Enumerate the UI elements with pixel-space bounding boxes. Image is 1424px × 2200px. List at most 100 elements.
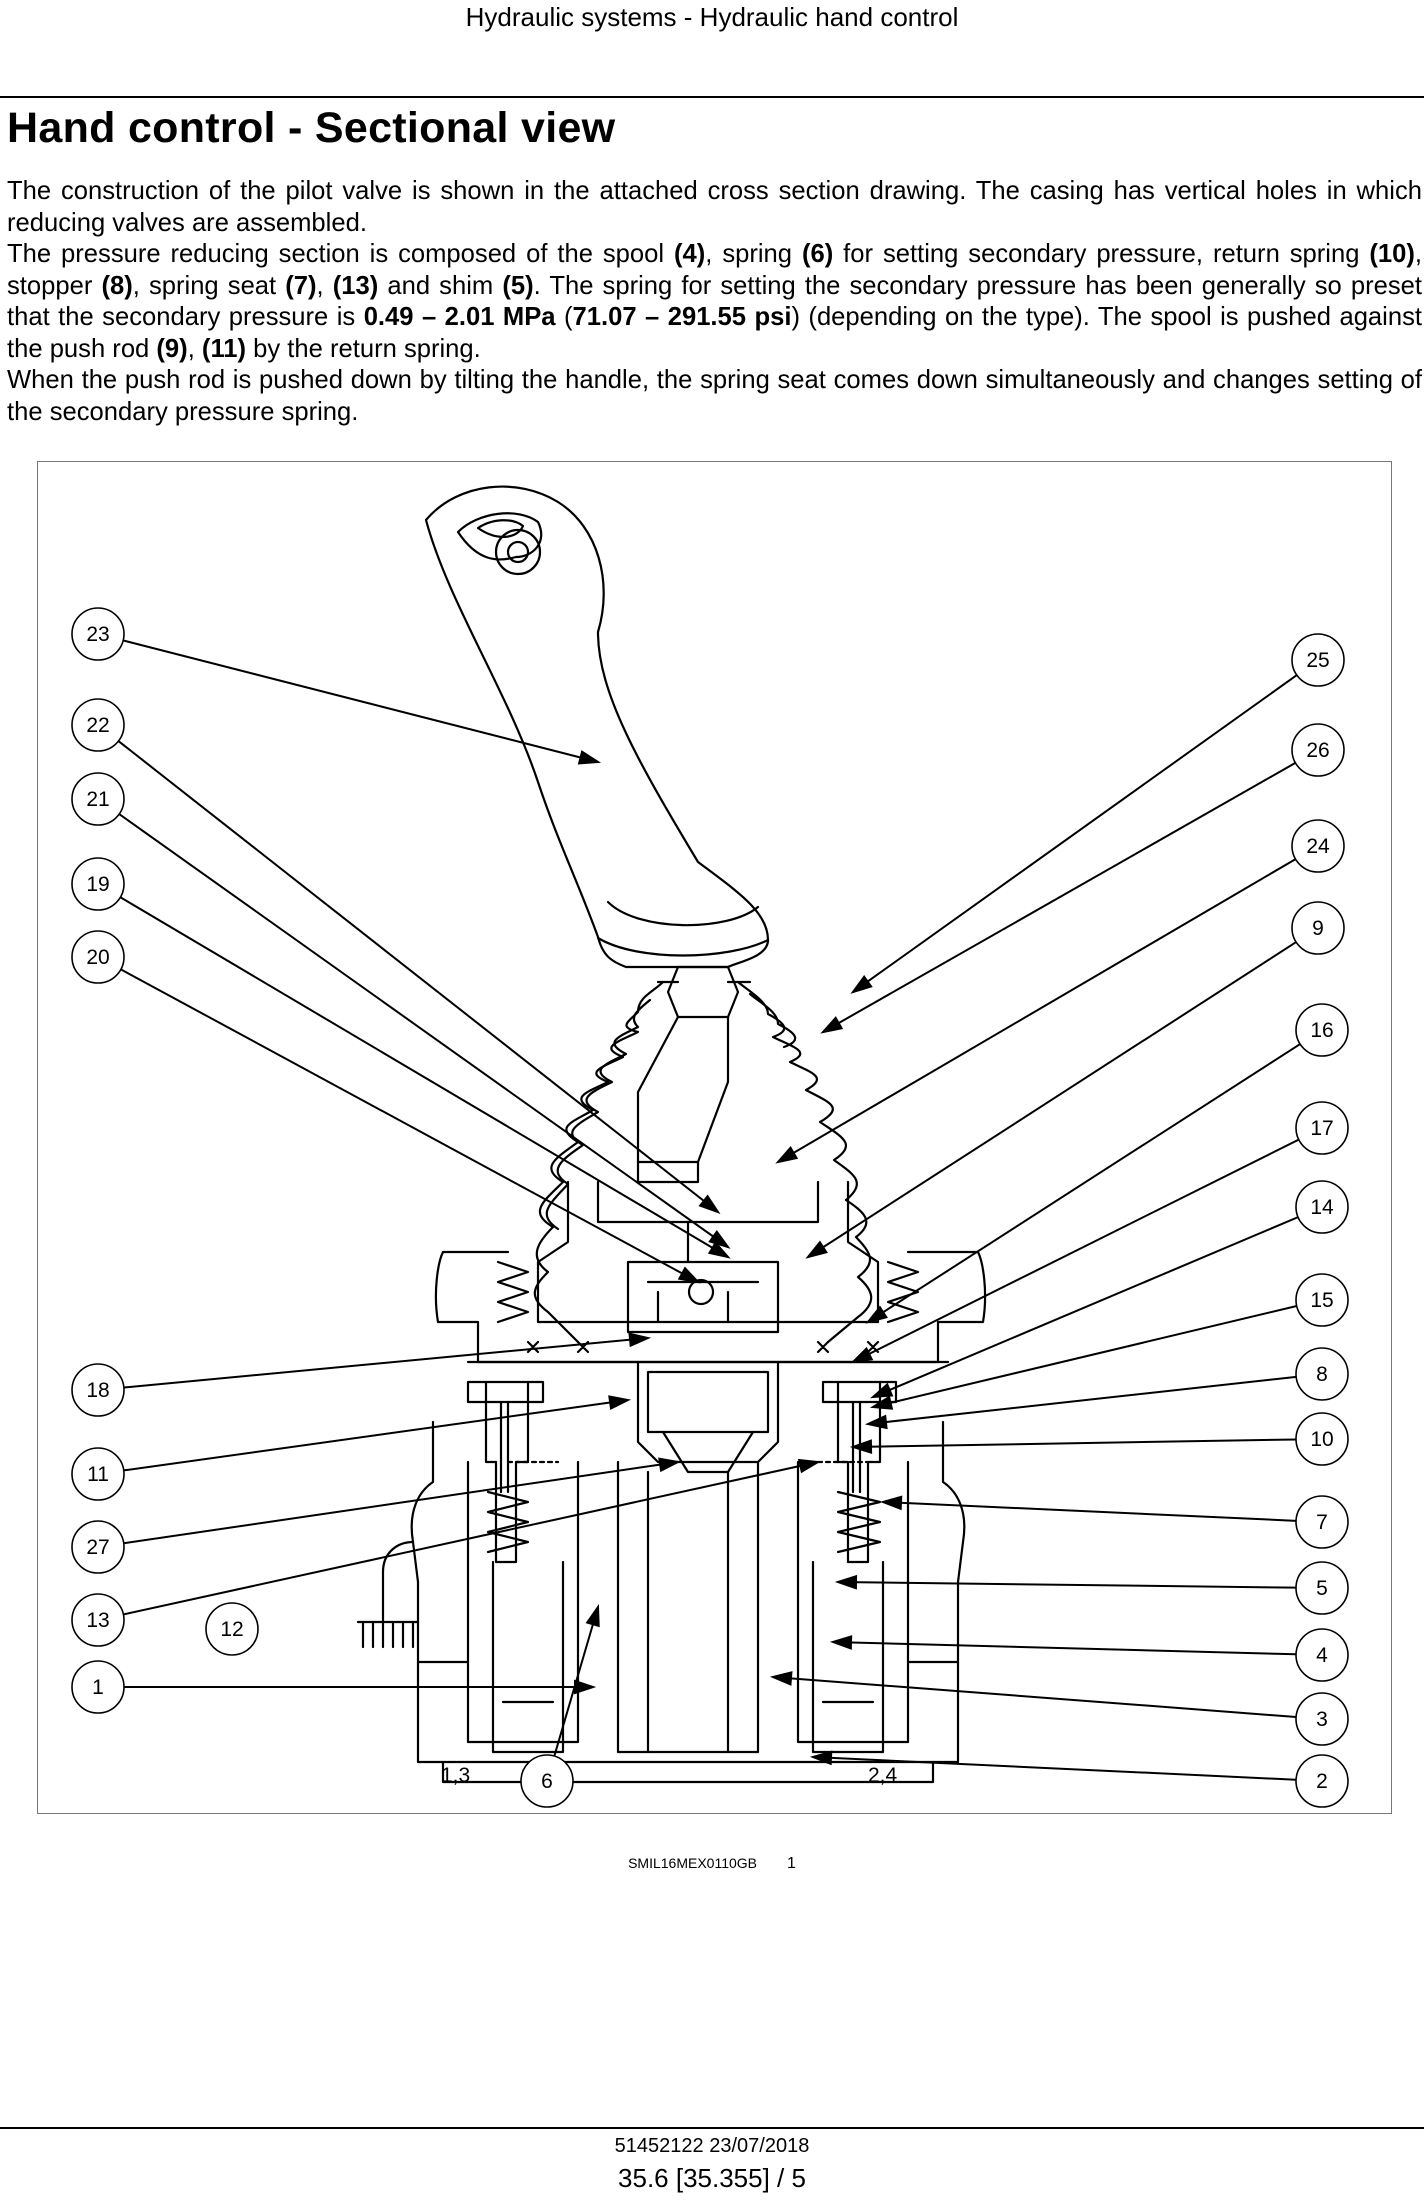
footer-rule xyxy=(0,2127,1424,2129)
callout-label-23: 23 xyxy=(86,623,109,646)
leader-arrow-4 xyxy=(829,1635,853,1650)
callout-label-5: 5 xyxy=(1316,1577,1328,1600)
callout-label-21: 21 xyxy=(86,788,109,811)
callout-label-17: 17 xyxy=(1310,1117,1333,1140)
leader-line-13 xyxy=(123,1461,819,1616)
text-run: , xyxy=(316,271,333,300)
leader-arrow-5 xyxy=(834,1574,858,1590)
callout-circle-14 xyxy=(1295,1180,1349,1234)
text-run: , stopper xyxy=(7,240,1423,300)
callout-label-25: 25 xyxy=(1306,649,1329,672)
leader-line-15 xyxy=(872,1305,1297,1408)
callout-circle-27 xyxy=(71,1520,125,1574)
callout-circle-7 xyxy=(1295,1495,1349,1549)
text-run: , xyxy=(187,334,202,363)
leader-arrow-17 xyxy=(850,1346,874,1364)
upper-rod xyxy=(636,1015,730,1164)
leader-arrow-18 xyxy=(628,1332,652,1348)
callout-label-16: 16 xyxy=(1310,1019,1333,1042)
callout-label-12: 12 xyxy=(220,1618,243,1641)
leader-arrow-10 xyxy=(849,1439,873,1455)
callout-label-27: 27 xyxy=(86,1536,109,1559)
sub-label-1-3: 1,3 xyxy=(441,1764,470,1787)
leader-arrow-3 xyxy=(769,1671,793,1686)
bold-reference: (13) xyxy=(332,271,379,300)
callout-circle-16 xyxy=(1295,1003,1349,1057)
leader-line-7 xyxy=(882,1501,1297,1522)
callout-circle-18 xyxy=(71,1363,125,1417)
leader-line-5 xyxy=(837,1581,1297,1589)
callout-circle-8 xyxy=(1295,1347,1349,1401)
leader-line-25 xyxy=(852,674,1298,993)
leader-arrow-27 xyxy=(658,1457,682,1473)
callout-label-7: 7 xyxy=(1316,1511,1328,1534)
text-run: ) (depending on the type). The spool is … xyxy=(7,303,1422,363)
callout-circle-5 xyxy=(1295,1561,1349,1615)
leader-arrow-15 xyxy=(869,1395,894,1410)
leader-arrow-1 xyxy=(574,1679,597,1695)
left-secondary-spring xyxy=(486,1490,530,1554)
header-rule xyxy=(0,96,1424,98)
callout-circle-23 xyxy=(71,607,125,661)
callout-label-10: 10 xyxy=(1310,1428,1333,1451)
callout-circle-4 xyxy=(1295,1628,1349,1682)
pivot-pin xyxy=(687,1278,715,1306)
leader-arrow-22 xyxy=(698,1194,721,1214)
bold-reference: (4) xyxy=(674,240,706,268)
leader-arrow-7 xyxy=(879,1495,903,1511)
right-plunger xyxy=(836,1380,882,1564)
callout-label-11: 11 xyxy=(87,1463,109,1486)
valve-casing xyxy=(410,1420,966,1764)
callout-label-2: 2 xyxy=(1316,1770,1328,1793)
leader-line-22 xyxy=(117,740,719,1213)
upper-housing xyxy=(536,1180,880,1324)
footer-page-number: 35.6 [35.355] / 5 xyxy=(618,2163,806,2193)
text-run: . The spring for setting the secondary p… xyxy=(7,271,1422,332)
paragraph-3: When the push rod is pushed down by tilt… xyxy=(7,366,1422,426)
callout-label-20: 20 xyxy=(86,946,109,969)
left-spring xyxy=(496,1260,530,1324)
callout-label-26: 26 xyxy=(1306,739,1329,762)
page-title: Hand control - Sectional view xyxy=(7,104,616,152)
bold-reference: (8) xyxy=(101,271,133,300)
callout-label-22: 22 xyxy=(86,714,109,737)
callout-circle-3 xyxy=(1295,1692,1349,1746)
leader-arrow-13 xyxy=(797,1458,822,1474)
caption-number: 1 xyxy=(787,1855,796,1872)
leader-line-20 xyxy=(120,968,699,1283)
lock-nut xyxy=(666,965,740,1019)
bold-reference: (7) xyxy=(285,271,317,300)
leader-line-17 xyxy=(852,1138,1300,1363)
handle-grip xyxy=(424,485,770,969)
callout-circle-20 xyxy=(71,930,125,984)
callout-circle-26 xyxy=(1291,723,1345,777)
leader-arrow-6 xyxy=(585,1603,600,1628)
callout-label-6: 6 xyxy=(541,1770,553,1793)
leader-line-4 xyxy=(832,1641,1297,1656)
leader-line-8 xyxy=(867,1375,1297,1425)
leader-arrow-2 xyxy=(809,1750,833,1766)
leader-arrow-8 xyxy=(864,1414,888,1430)
callout-circle-10 xyxy=(1295,1412,1349,1466)
text-run: , spring xyxy=(705,240,802,268)
bold-reference: (11) xyxy=(201,334,247,363)
leader-arrow-23 xyxy=(577,750,602,765)
callout-label-9: 9 xyxy=(1312,917,1324,940)
text-run: and shim xyxy=(378,271,503,300)
leader-line-11 xyxy=(123,1399,629,1472)
leader-arrow-11 xyxy=(608,1395,632,1410)
bold-reference: 0.49 – 2.01 MPa xyxy=(363,303,556,331)
footer-reference: 51452122 23/07/2018 xyxy=(614,2135,810,2157)
leader-arrow-9 xyxy=(805,1240,828,1259)
leader-line-27 xyxy=(123,1461,679,1545)
paragraph-2: The pressure reducing section is compose… xyxy=(7,239,1422,365)
callout-circle-11 xyxy=(71,1447,125,1501)
leader-arrow-26 xyxy=(820,1016,844,1034)
leader-line-16 xyxy=(867,1043,1301,1323)
callout-circle-22 xyxy=(71,698,125,752)
bold-reference: (9) xyxy=(156,334,188,363)
leader-arrow-14 xyxy=(870,1382,894,1399)
leader-line-14 xyxy=(872,1216,1299,1398)
